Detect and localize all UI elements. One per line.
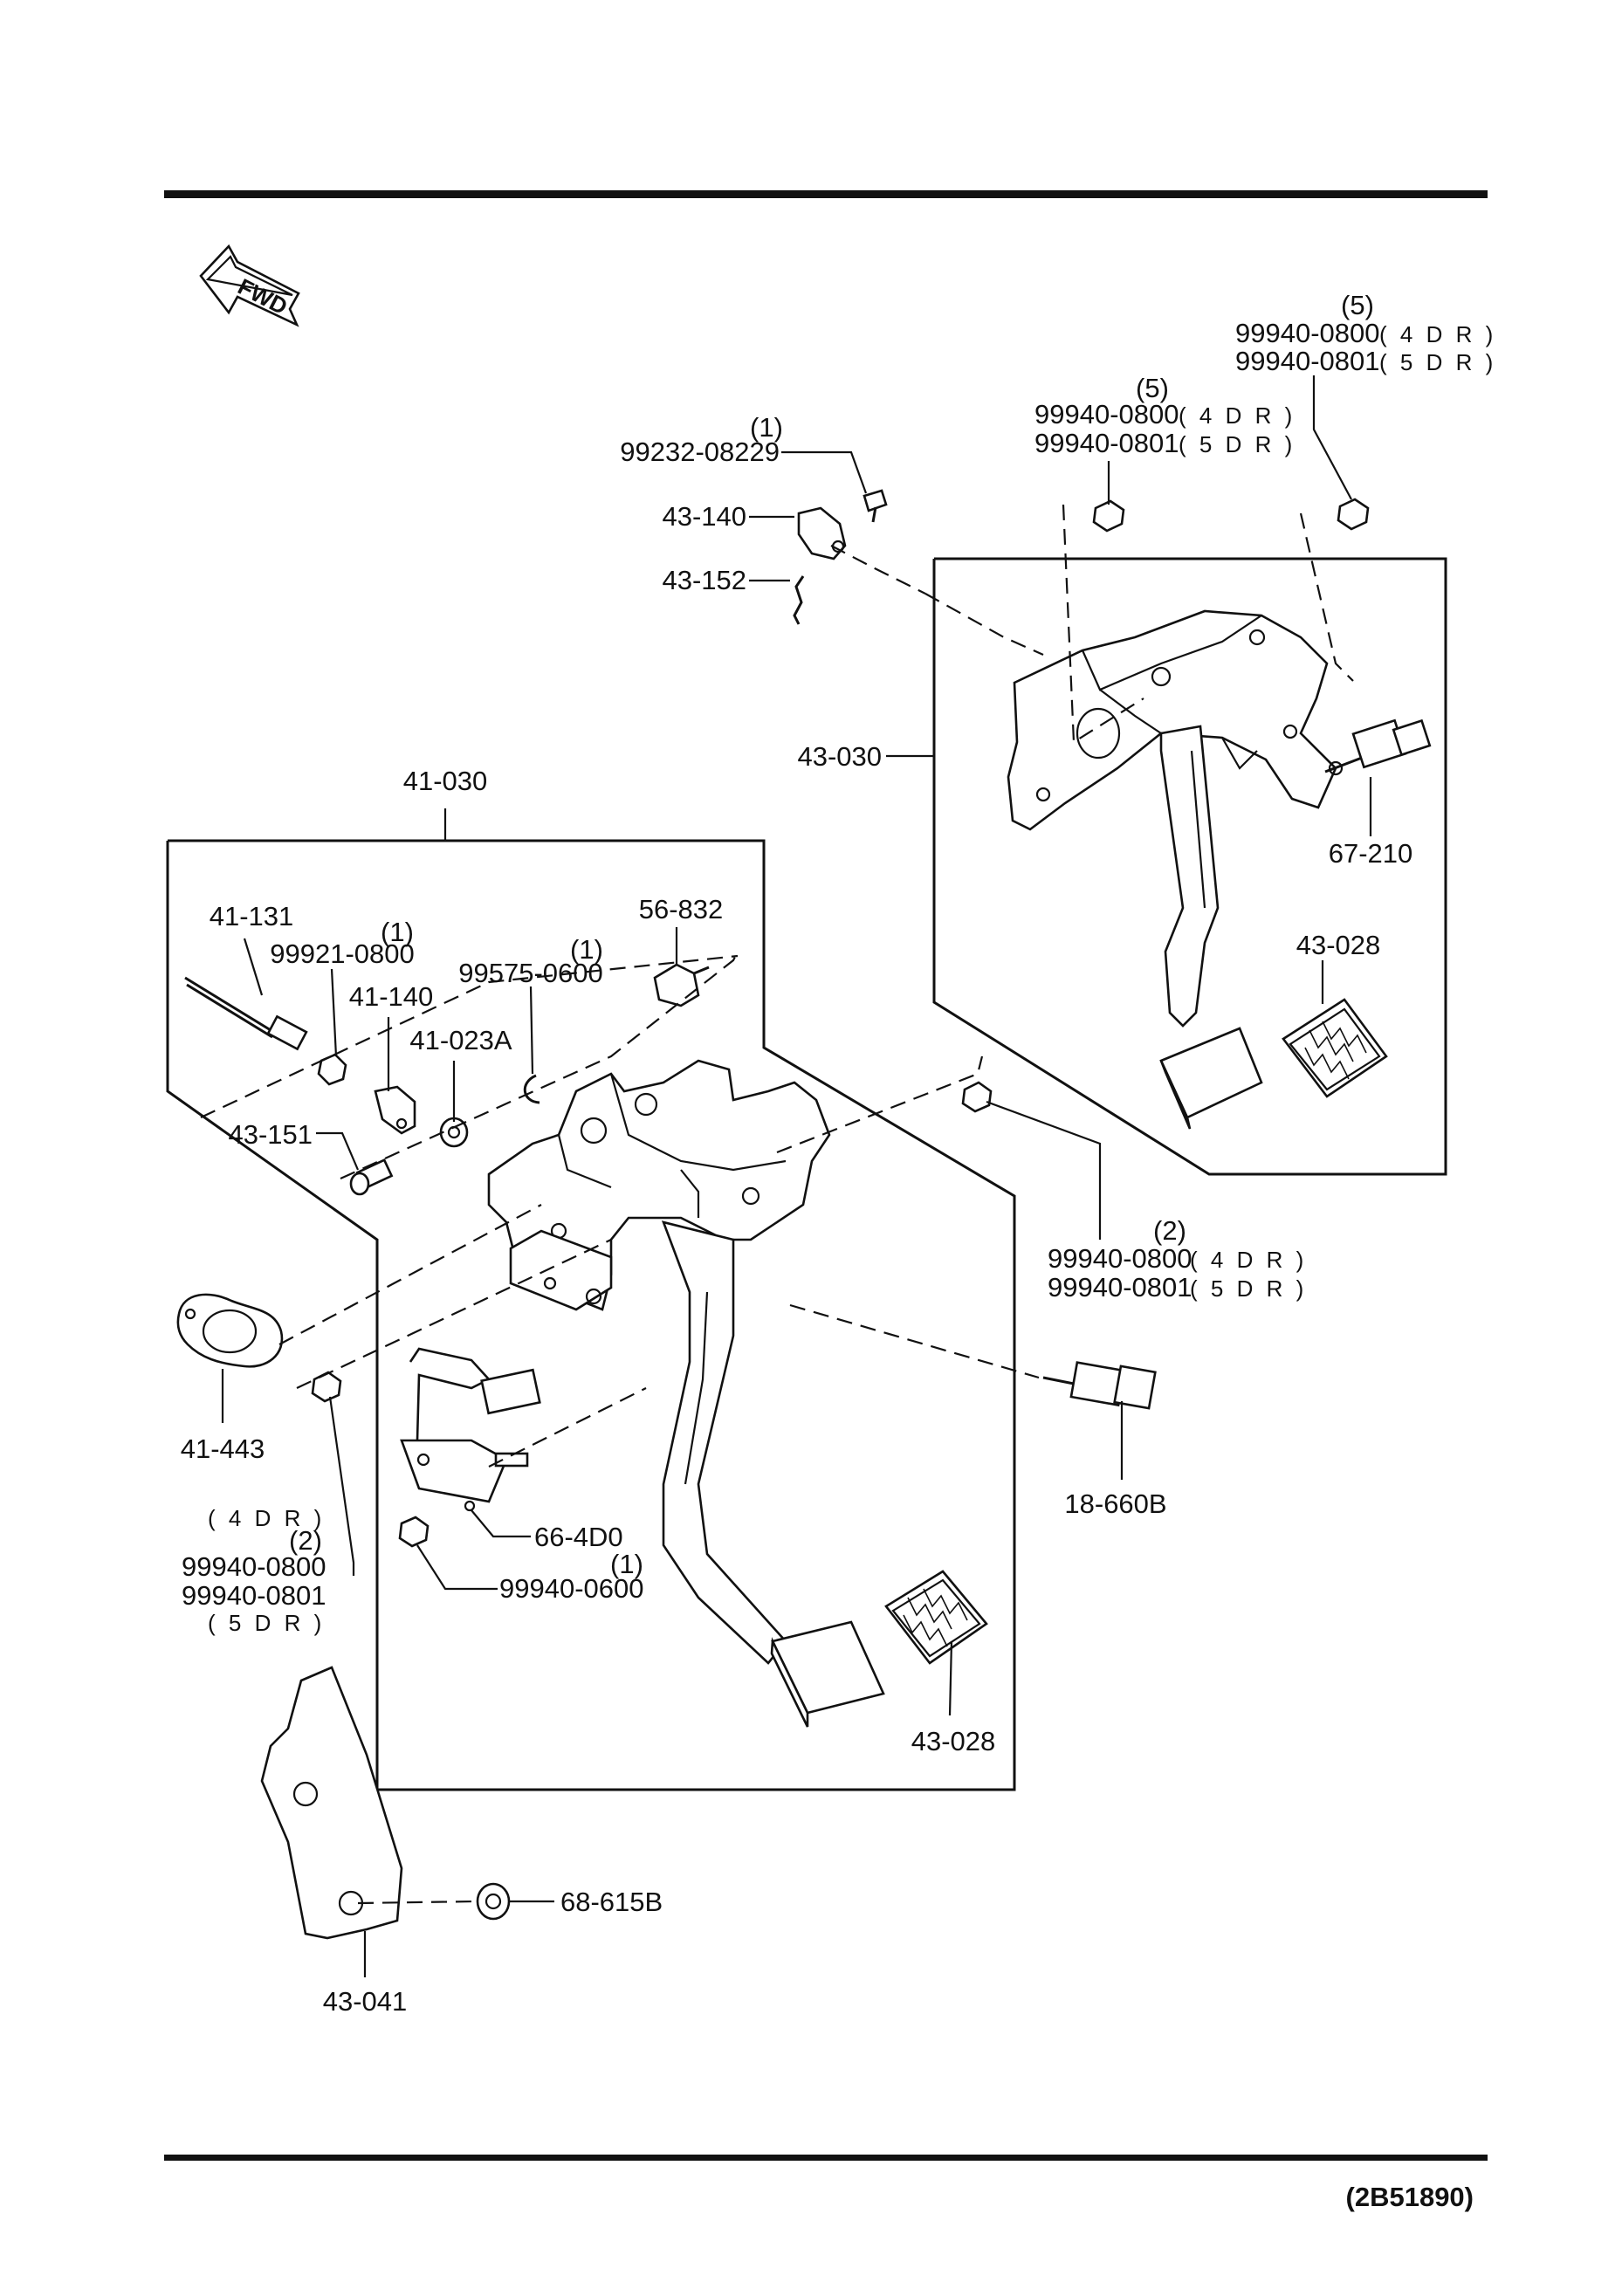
callout-part-no: 99940-0800: [1048, 1243, 1192, 1274]
nut-99921: [317, 1053, 347, 1086]
callout-part-no: 99940-0800: [182, 1551, 326, 1582]
callout-qty: (5): [1341, 290, 1374, 320]
callout-qty: (1): [750, 412, 783, 443]
switch-66-4D0: [400, 1347, 541, 1512]
callout-part-no: 99940-0801: [1235, 346, 1380, 376]
brake-pedal-pad: [1159, 1027, 1263, 1119]
brake-pedal-rubber-pad-top: [1282, 998, 1388, 1098]
callout-41-140: 41-140: [349, 981, 434, 1012]
callout-variant: ( 4 D R ): [1190, 1247, 1307, 1273]
clip-43-140: [797, 506, 847, 560]
header-rule: [164, 190, 1488, 198]
callout-variant: ( 5 D R ): [1190, 1275, 1307, 1302]
callout-99921: 99921-0800: [270, 938, 415, 969]
nut-top-right: [1337, 498, 1370, 531]
bolt-99232: [863, 489, 888, 523]
callout-43-030: 43-030: [797, 741, 882, 772]
clutch-pedal-pad: [771, 1620, 885, 1715]
callout-qty: (1): [381, 917, 414, 947]
callout-41-131: 41-131: [210, 901, 294, 931]
callout-41-030: 41-030: [403, 766, 488, 796]
callout-43-140: 43-140: [662, 501, 746, 532]
callout-part-no: 99940-0800: [1235, 318, 1380, 348]
diagram-code: (2B51890): [1346, 2182, 1474, 2212]
callout-variant: ( 4 D R ): [1179, 402, 1296, 429]
callout-41-443: 41-443: [181, 1433, 265, 1464]
callout-variant: ( 5 D R ): [1379, 349, 1496, 375]
callout-43-152: 43-152: [662, 565, 746, 595]
callout-56-832: 56-832: [639, 894, 724, 925]
pin-43-152: [793, 575, 805, 625]
connector-56-832: [653, 963, 710, 1007]
callout-qty: (2): [1153, 1215, 1186, 1246]
brake-pedal-arm: [1159, 725, 1263, 1130]
callout-18-660B: 18-660B: [1064, 1488, 1166, 1519]
callout-qty: (1): [570, 934, 603, 965]
callout-variant: ( 4 D R ): [1379, 321, 1496, 347]
footer-rule: [164, 2155, 1488, 2161]
callout-43-028-top: 43-028: [1296, 930, 1381, 960]
callout-43-041: 43-041: [323, 1986, 408, 2017]
brake-pedal-bracket: [1007, 609, 1337, 831]
callout-variant: ( 4 D R ): [208, 1505, 325, 1531]
callout-67-210: 67-210: [1329, 838, 1413, 869]
clip-99575: [523, 1074, 540, 1104]
callout-43-028-bottom: 43-028: [911, 1726, 996, 1756]
switch-18-660B: [1042, 1361, 1157, 1410]
callout-part-no: 99940-0800: [1034, 399, 1179, 430]
callout-99575: 99575-0600: [458, 958, 603, 988]
brake-light-switch: [1324, 718, 1432, 776]
callout-66-4D0: 66-4D0: [534, 1522, 623, 1552]
clutch-pedal-rubber-pad: [884, 1570, 988, 1665]
cover-43-041: [260, 1666, 403, 1940]
nut-right: [961, 1081, 993, 1113]
rod-41-131: [184, 976, 308, 1051]
nut-top-left: [1092, 499, 1125, 533]
nut-68-615B: [476, 1882, 511, 1921]
callout-99232: 99232-08229: [620, 437, 780, 467]
callout-qty: (2): [289, 1525, 322, 1556]
callout-qty: (5): [1136, 373, 1169, 403]
callout-99940-0600: 99940-0600: [499, 1573, 644, 1604]
frame-43-030: [932, 557, 1447, 1176]
callout-part-no: 99940-0801: [1034, 428, 1179, 458]
callout-part-no: 99940-0801: [182, 1580, 326, 1611]
callout-68-615B: 68-615B: [560, 1887, 663, 1917]
callout-variant: ( 5 D R ): [1179, 431, 1296, 457]
callout-43-151: 43-151: [228, 1119, 313, 1150]
nut-99940-0600: [398, 1516, 430, 1548]
clutch-pedal-bracket: [487, 1059, 831, 1311]
gasket-41-443: [176, 1293, 284, 1368]
fwd-arrow-icon: FWD: [199, 244, 300, 327]
callout-part-no: 99940-0801: [1048, 1272, 1192, 1303]
callout-variant: ( 5 D R ): [208, 1610, 325, 1636]
callout-qty: (1): [610, 1549, 643, 1579]
nut-left: [311, 1371, 342, 1403]
frame-41-030: [166, 839, 1016, 1791]
callout-41-023A: 41-023A: [409, 1025, 512, 1055]
bolt-43-151: [349, 1158, 394, 1196]
clutch-pedal-arm: [661, 1220, 885, 1728]
clevis-41-140: [374, 1085, 416, 1135]
